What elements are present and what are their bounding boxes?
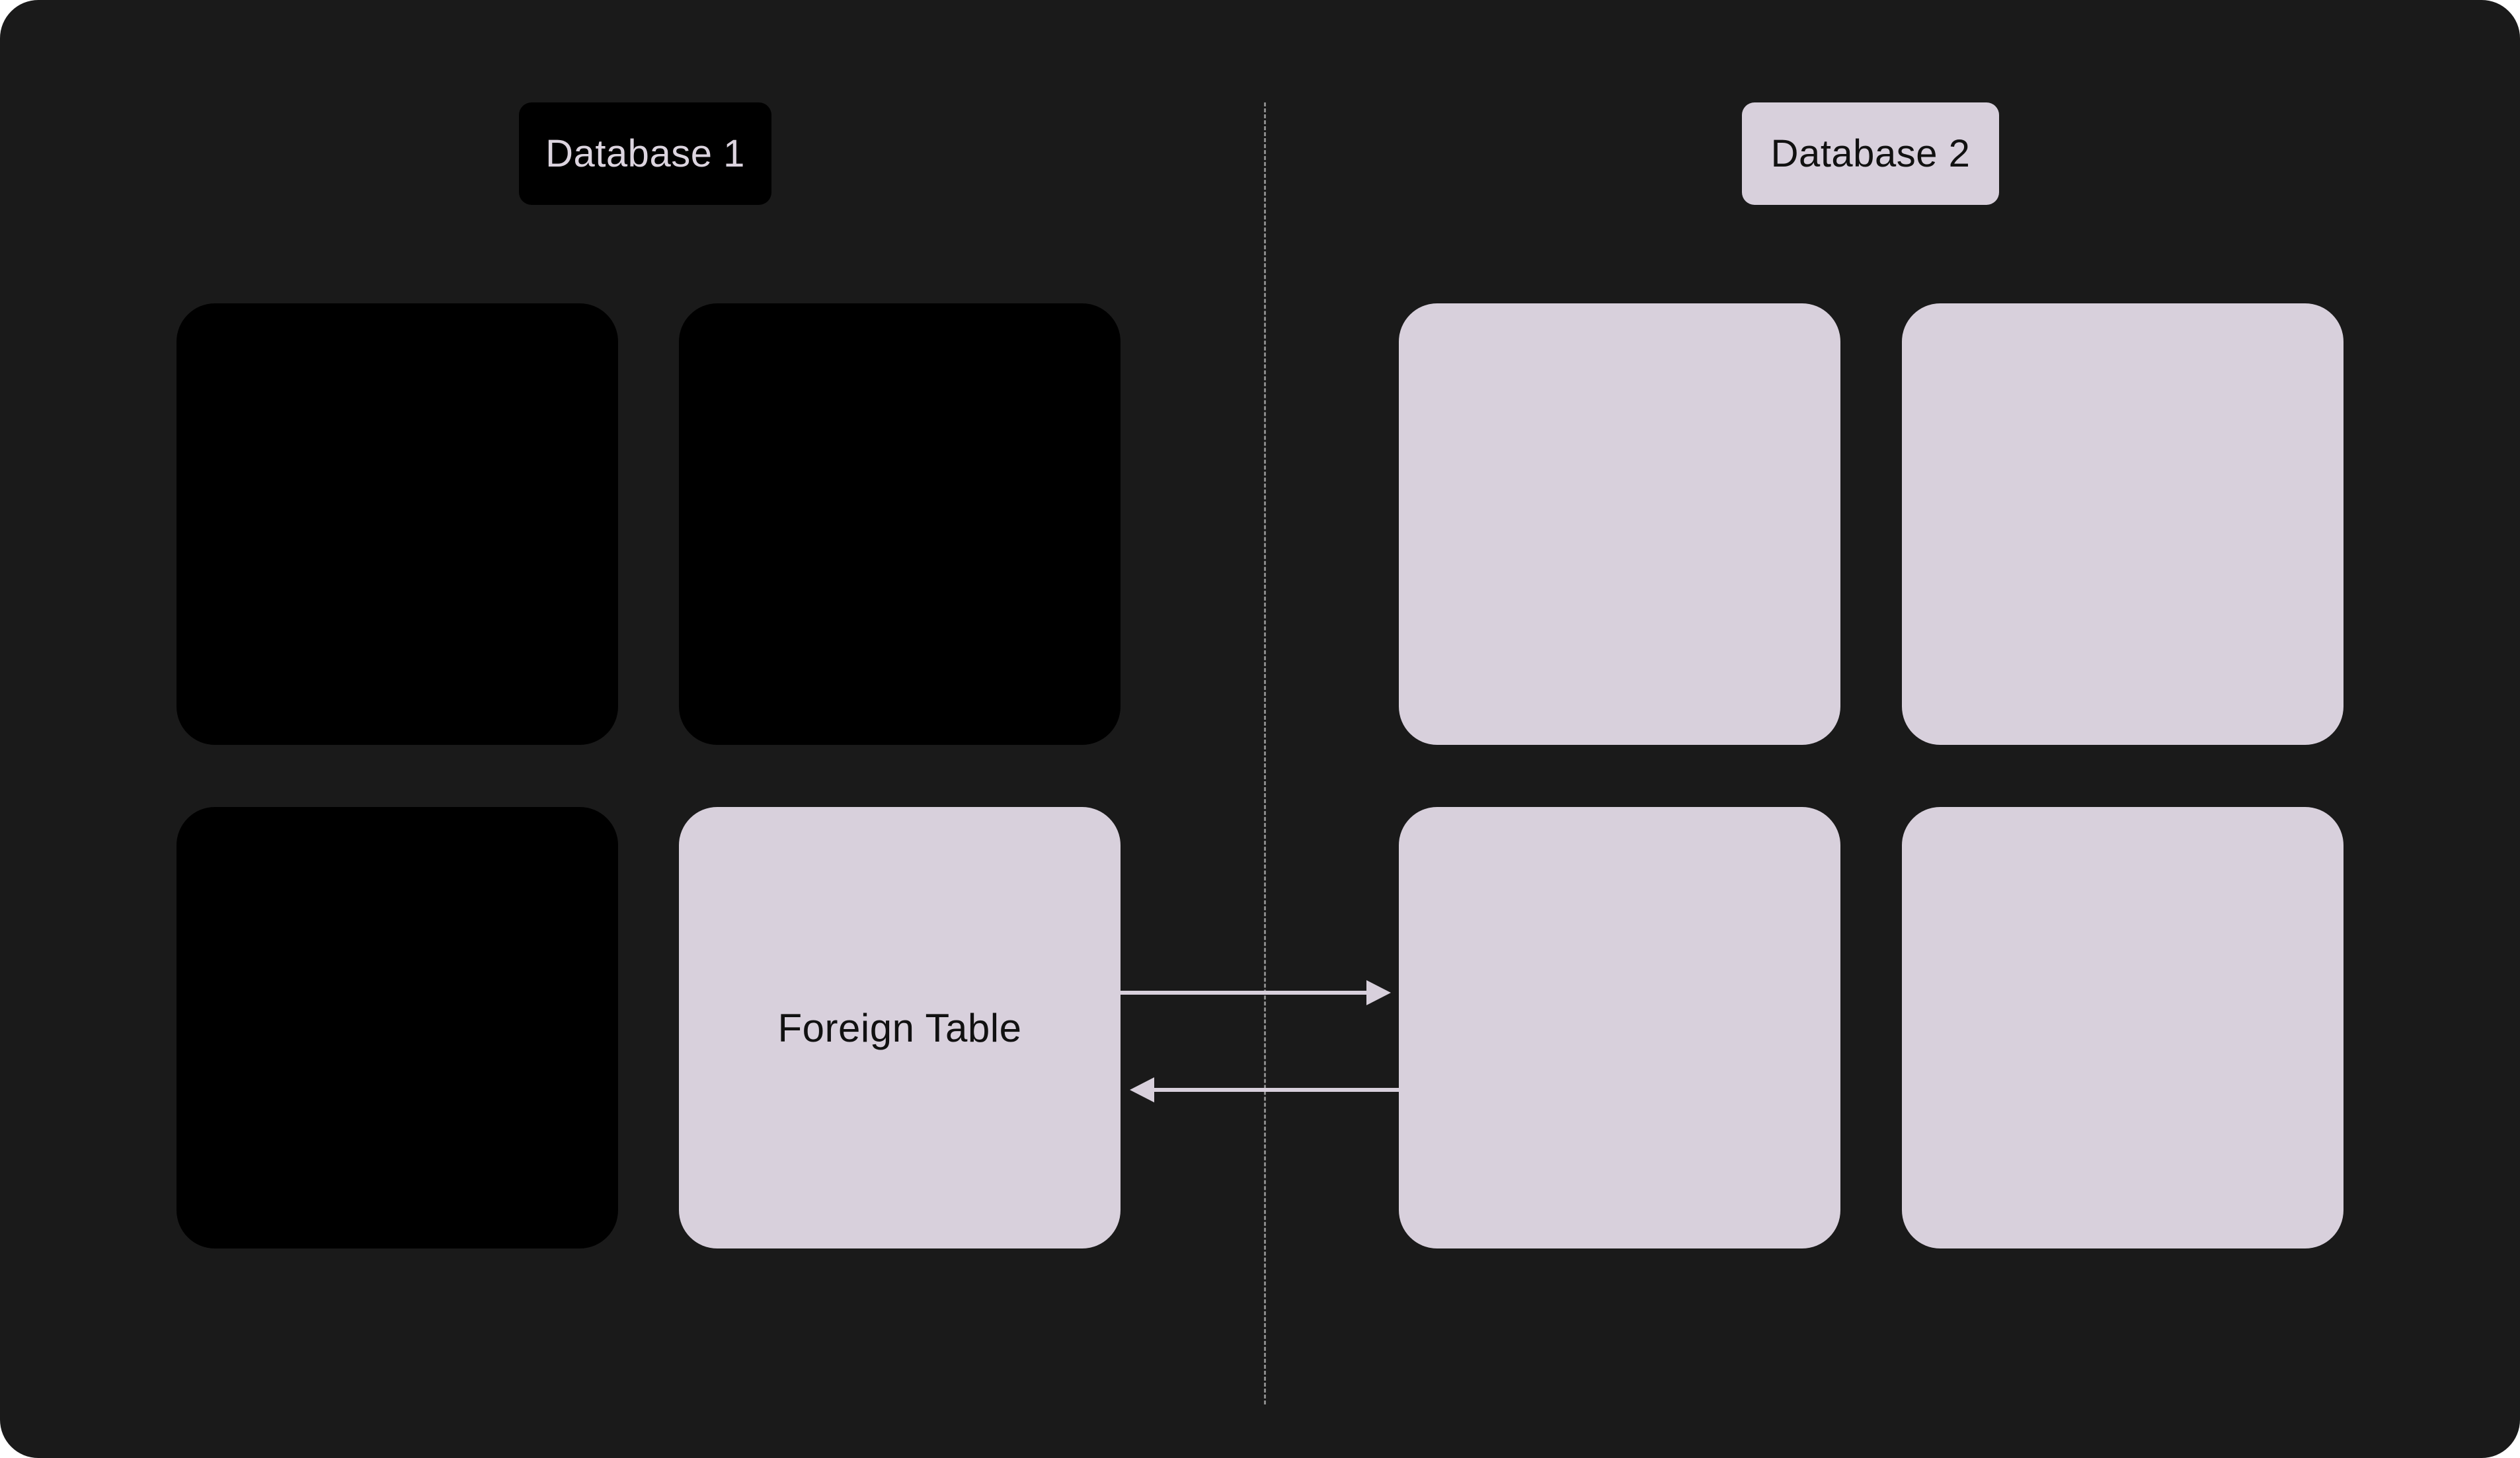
- database-2-table-1: [1399, 303, 1840, 745]
- arrow-to-database-2-head: [1366, 980, 1391, 1005]
- database-1-table-1: [177, 303, 618, 745]
- foreign-table-label: Foreign Table: [777, 1005, 1022, 1050]
- database-1-table-3: [177, 807, 618, 1248]
- database-2-table-2: [1902, 303, 2343, 745]
- database-2-table-4: [1902, 807, 2343, 1248]
- database-1-label-text: Database 1: [545, 132, 745, 175]
- database-2-label: Database 2: [1742, 102, 1999, 205]
- foreign-table: Foreign Table: [679, 807, 1121, 1248]
- database-2-label-text: Database 2: [1770, 132, 1971, 175]
- database-1-label: Database 1: [519, 102, 771, 205]
- database-divider: [1264, 102, 1266, 1404]
- arrow-to-database-2: [1121, 980, 1391, 1005]
- database-1-table-2: [679, 303, 1121, 745]
- arrow-to-foreign-table-head: [1130, 1077, 1154, 1102]
- database-2-table-3: [1399, 807, 1840, 1248]
